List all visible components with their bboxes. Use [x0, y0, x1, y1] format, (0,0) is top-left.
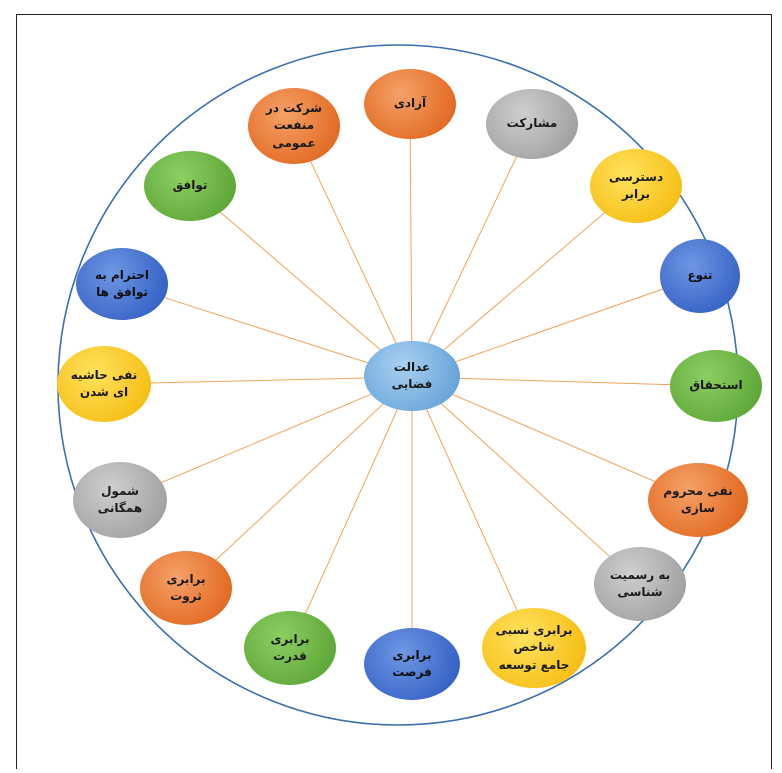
node-rasmiyat: به رسمیت شناسی — [594, 547, 686, 621]
node-ehteram: احترام به توافق ها — [76, 248, 168, 320]
node-label: مشارکت — [506, 116, 558, 131]
center-node-label: عدالت فضایی — [391, 359, 433, 391]
node-label: شرکت در منفعت عمومی — [265, 100, 323, 150]
node-mosharekat: مشارکت — [486, 89, 578, 159]
node-hashiye: نفی حاشیه ای شدن — [57, 346, 151, 422]
node-label: تنوع — [687, 268, 713, 283]
connector-estehghagh — [411, 376, 717, 387]
node-label: استحقاق — [689, 378, 743, 393]
node-label: نفی حاشیه ای شدن — [70, 367, 138, 399]
node-dastresi: دسترسی برابر — [590, 149, 682, 223]
node-tanavo: تنوع — [660, 239, 740, 313]
node-label: نفی محروم سازی — [663, 483, 733, 515]
figure-frame — [16, 14, 772, 769]
connector-nafy-mahroom — [411, 376, 699, 501]
connector-dastresi — [411, 185, 637, 378]
node-estehghagh: استحقاق — [670, 350, 762, 422]
connector-barabari-nesbi — [411, 376, 535, 649]
node-shomool: شمول همگانی — [73, 462, 167, 538]
node-label: برابری ثروت — [166, 571, 206, 603]
node-label: برابری قدرت — [270, 631, 310, 663]
node-servat: برابری ثروت — [140, 551, 232, 625]
node-label: آزادی — [393, 96, 427, 111]
connector-servat — [185, 376, 413, 589]
node-azadi: آزادی — [364, 69, 456, 139]
node-sherkat: شرکت در منفعت عمومی — [248, 88, 340, 164]
node-label: احترام به توافق ها — [95, 267, 149, 299]
node-label: شمول همگانی — [97, 483, 143, 515]
connector-ehteram — [121, 283, 413, 378]
node-tavafogh: توافق — [144, 151, 236, 221]
connector-rasmiyat — [411, 376, 641, 585]
node-nafy-mahroom: نفی محروم سازی — [648, 463, 748, 537]
connector-tavafogh — [189, 185, 413, 378]
connector-sherkat — [293, 125, 413, 378]
node-label: توافق — [172, 178, 208, 193]
connector-mosharekat — [411, 123, 533, 378]
node-label: دسترسی برابر — [608, 169, 664, 201]
connector-shomool — [119, 376, 413, 501]
connector-tanavo — [411, 275, 701, 378]
node-forsat: برابری فرصت — [364, 628, 460, 700]
node-ghodrat: برابری قدرت — [244, 611, 336, 685]
node-label: برابری فرصت — [392, 647, 432, 679]
center-node-spatial-justice: عدالت فضایی — [364, 341, 460, 411]
connector-azadi — [409, 103, 413, 378]
connector-hashiye — [103, 376, 413, 385]
connector-ghodrat — [289, 376, 413, 649]
node-label: به رسمیت شناسی — [609, 567, 671, 599]
node-label: برابری نسبی شاخص جامع توسعه — [495, 622, 573, 672]
node-barabari-nesbi: برابری نسبی شاخص جامع توسعه — [482, 608, 586, 688]
